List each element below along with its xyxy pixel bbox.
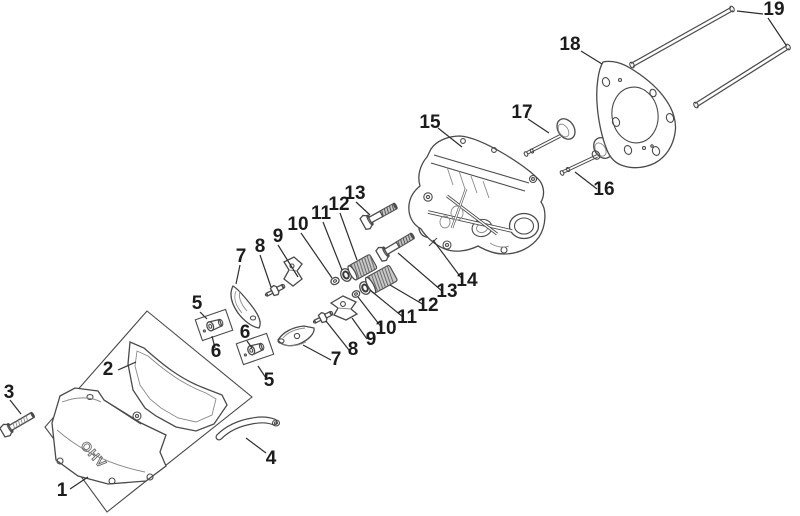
callout-19: 19 (763, 0, 784, 20)
callout-10-upper: 10 (287, 214, 308, 235)
callout-10-lower: 10 (375, 318, 396, 339)
callout-9-upper: 9 (273, 226, 284, 247)
leader-line (300, 232, 333, 279)
part-rocker-arm-upper (230, 285, 261, 329)
leader-line (580, 50, 603, 65)
callout-13-upper: 13 (344, 183, 365, 204)
callouts: 1 2 3 4 5 6 6 5 7 8 9 10 11 12 13 7 8 9 … (4, 0, 785, 501)
leader-line (322, 221, 343, 271)
part-guide-plate-upper (283, 256, 303, 287)
callout-15: 15 (419, 112, 441, 133)
part-rocker-arm-lower (277, 325, 315, 347)
callout-5-upper: 5 (192, 293, 203, 314)
part-cover-gasket (127, 341, 228, 432)
leader-line (235, 264, 241, 285)
leader-line (339, 212, 358, 261)
callout-1: 1 (57, 480, 68, 501)
leader-line (117, 361, 137, 371)
leader-line (574, 171, 598, 190)
leader-line (257, 365, 267, 379)
leader-line (369, 289, 404, 318)
leader-line (437, 127, 463, 148)
part-guide-plate-lower (329, 295, 359, 321)
part-valve-spring-upper (347, 254, 378, 281)
leader-line (9, 399, 22, 415)
part-head-bolt-lower (375, 232, 415, 262)
leader-line (69, 476, 89, 490)
callout-12-lower: 12 (417, 295, 438, 316)
part-head-gasket (596, 60, 677, 169)
callout-11-upper: 11 (311, 203, 332, 224)
leader-line (259, 254, 272, 288)
leader-line (211, 335, 216, 349)
leader-line (357, 296, 383, 329)
callout-16: 16 (593, 179, 614, 200)
part-pivot-upper (264, 283, 286, 297)
callout-7-lower: 7 (331, 349, 342, 370)
leader-line (432, 239, 463, 280)
seal-kit-box-2 (235, 332, 275, 366)
part-head-bolt-upper (359, 202, 398, 230)
leader-line (246, 340, 253, 349)
callout-8-upper: 8 (255, 236, 266, 257)
leader-line (199, 311, 208, 320)
part-valve-spring-lower (364, 264, 398, 294)
leader-line (397, 252, 443, 292)
seal-kit-box-1 (194, 308, 234, 342)
part-pivot-lower (312, 310, 334, 324)
leader-lines (9, 10, 787, 490)
part-valve-cover: OHV (51, 387, 167, 485)
part-breather-tube (215, 416, 281, 441)
leader-line (302, 344, 332, 361)
callout-12-upper: 12 (328, 194, 349, 215)
leader-line (389, 284, 425, 306)
callout-3: 3 (4, 382, 15, 403)
callout-17: 17 (511, 102, 532, 123)
part-cylinder-head (408, 135, 546, 255)
leader-line (736, 10, 764, 15)
callout-5-lower: 5 (264, 370, 275, 391)
callout-9-lower: 9 (366, 329, 377, 350)
callout-13-lower: 13 (436, 281, 457, 302)
callout-14: 14 (456, 270, 478, 291)
leader-line (767, 17, 787, 46)
callout-6-upper: 6 (211, 341, 222, 362)
callout-8-lower: 8 (348, 339, 359, 360)
part-push-rod-1 (629, 5, 735, 69)
leader-line (355, 201, 371, 216)
part-cover-bolt (0, 411, 36, 438)
leader-line (245, 437, 267, 454)
part-push-rod-2 (693, 43, 791, 109)
leader-line (527, 118, 550, 134)
part-keeper-lower (351, 290, 361, 298)
leader-line (351, 317, 368, 340)
callout-6-lower: 6 (240, 322, 251, 343)
callout-11-lower: 11 (397, 307, 418, 328)
callout-2: 2 (103, 359, 114, 380)
leader-line (325, 320, 350, 351)
callout-4: 4 (266, 448, 277, 469)
callout-18: 18 (559, 34, 580, 55)
part-intake-valve (523, 118, 576, 157)
part-keeper-upper (330, 276, 340, 286)
callout-7-upper: 7 (236, 246, 247, 267)
leader-line (277, 244, 299, 278)
